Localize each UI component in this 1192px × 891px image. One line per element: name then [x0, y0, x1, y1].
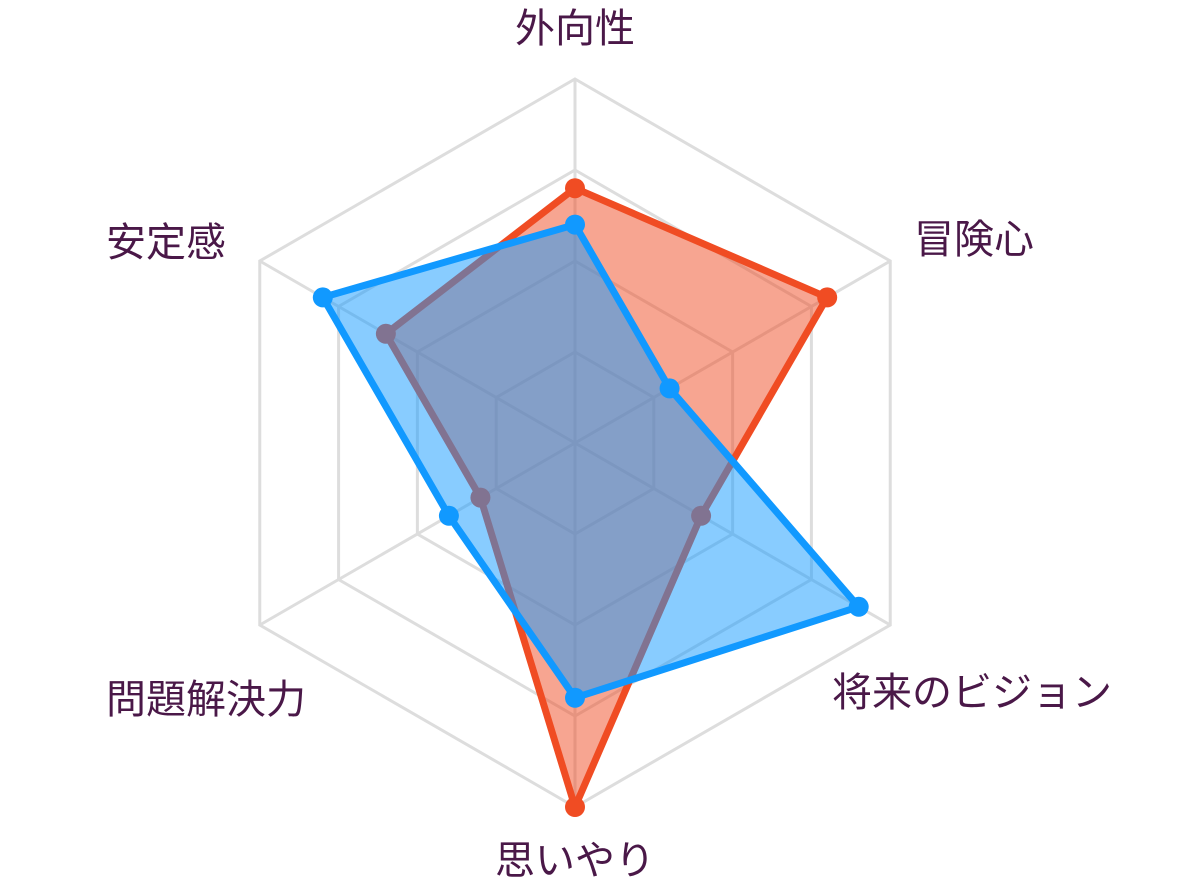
- series-blue-point: [565, 214, 585, 235]
- series-blue-point: [312, 287, 333, 308]
- series-blue-point: [565, 687, 585, 708]
- series-red-point: [565, 797, 585, 817]
- series-red-point: [565, 178, 585, 199]
- axis-label-5: 安定感: [106, 220, 226, 266]
- series-red-point: [817, 287, 838, 308]
- series-blue: [312, 214, 869, 708]
- axis-label-4: 問題解決力: [106, 677, 306, 723]
- radar-series: [312, 178, 869, 817]
- series-blue-point: [659, 378, 680, 399]
- axis-label-3: 思いやり: [495, 838, 655, 884]
- axis-label-0: 外向性: [515, 6, 635, 52]
- axis-label-1: 冒険心: [914, 217, 1034, 263]
- axis-label-2: 将来のビジョン: [832, 670, 1112, 716]
- series-blue-point: [848, 596, 869, 617]
- axis-labels: 外向性 冒険心 将来のビジョン 思いやり 問題解決力 安定感: [106, 6, 1112, 884]
- series-blue-point: [438, 505, 459, 526]
